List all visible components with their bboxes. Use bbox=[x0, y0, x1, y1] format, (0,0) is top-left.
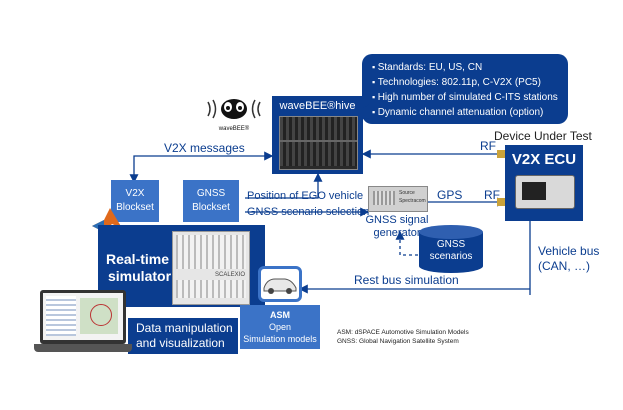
gnss-blockset-line1: GNSS bbox=[196, 188, 226, 199]
car-icon bbox=[263, 278, 297, 294]
wavebee-hive-title: waveBEE®hive bbox=[279, 100, 356, 112]
position-ego-label: Position of EGO vehicle bbox=[247, 190, 364, 202]
footnote: ASM: dSPACE Automotive Simulation Models… bbox=[337, 328, 469, 346]
gnss-scenarios-label: GNSS scenarios bbox=[418, 239, 484, 263]
gnss-scenarios-database-icon bbox=[419, 225, 483, 273]
rf-connector-top bbox=[497, 150, 506, 158]
ecu-device bbox=[515, 175, 575, 209]
callout-item: Standards: EU, US, CN bbox=[372, 60, 558, 75]
asm-line1: ASM bbox=[270, 310, 290, 320]
gnss-generator-line1: GNSS signal bbox=[365, 214, 429, 226]
asm-line2: Open bbox=[268, 322, 292, 332]
asm-box: ASM Open Simulation models bbox=[240, 305, 320, 349]
rf-mid-label: RF bbox=[484, 188, 500, 202]
realtime-simulator-line2: simulator bbox=[108, 268, 172, 284]
v2x-messages-label: V2X messages bbox=[164, 141, 245, 155]
vehicle-bus-line2: (CAN, …) bbox=[538, 259, 590, 273]
gnss-generator-line2: generator bbox=[373, 227, 421, 239]
asm-car-box bbox=[258, 266, 302, 302]
gnss-generator-device: Source Spectracom bbox=[368, 186, 428, 212]
gnss-selection-label: GNSS scenario selection bbox=[247, 206, 370, 218]
footnote-line2: GNSS: Global Navigation Satellite System bbox=[337, 338, 459, 345]
scalexio-label: SCALEXIO bbox=[214, 272, 245, 278]
footnote-line1: ASM: dSPACE Automotive Simulation Models bbox=[337, 329, 469, 336]
wavebee-hive-box: waveBEE®hive bbox=[272, 96, 363, 174]
v2x-messages-line bbox=[129, 151, 274, 184]
callout-item: High number of simulated C-ITS stations bbox=[372, 90, 558, 105]
rf-connector-mid bbox=[497, 198, 506, 206]
gnss-scenarios-line2: scenarios bbox=[429, 251, 473, 262]
callout-item: Dynamic channel attenuation (option) bbox=[372, 105, 558, 120]
data-manipulation-line2: and visualization bbox=[136, 336, 225, 350]
rf-top-label: RF bbox=[480, 139, 496, 153]
vehicle-bus-line1: Vehicle bus bbox=[538, 244, 600, 258]
callout-item: Technologies: 802.11p, C-V2X (PC5) bbox=[372, 75, 558, 90]
gnss-blockset-line2: Blockset bbox=[192, 202, 230, 213]
scalexio-rack: SCALEXIO bbox=[172, 231, 250, 305]
gnss-generator-label: GNSS signal generator bbox=[360, 214, 434, 240]
features-callout: Standards: EU, US, CN Technologies: 802.… bbox=[362, 54, 568, 124]
gnss-device-text2: Spectracom bbox=[399, 198, 426, 204]
vehicle-bus-label: Vehicle bus (CAN, …) bbox=[538, 244, 599, 274]
v2x-blockset-line1: V2X bbox=[125, 188, 145, 199]
v2x-blockset-box: V2X Blockset bbox=[111, 180, 159, 222]
gnss-blockset-box: GNSS Blockset bbox=[183, 180, 239, 222]
gnss-scenarios-line1: GNSS bbox=[436, 239, 466, 250]
rest-bus-label: Rest bus simulation bbox=[354, 273, 459, 287]
laptop-icon bbox=[34, 290, 134, 356]
wavebee-logo-text: waveBEE® bbox=[218, 126, 250, 132]
gnss-device-text1: Source bbox=[399, 190, 415, 196]
v2x-ecu-box: V2X ECU bbox=[505, 145, 583, 221]
v2x-ecu-title: V2X ECU bbox=[511, 151, 577, 168]
dut-label: Device Under Test bbox=[494, 129, 592, 143]
gps-label: GPS bbox=[437, 188, 463, 202]
realtime-simulator-line1: Real-time bbox=[106, 251, 170, 267]
v2x-blockset-line2: Blockset bbox=[116, 202, 154, 213]
scenarios-dashed-line bbox=[395, 230, 418, 256]
wavebee-hive-device bbox=[279, 116, 358, 170]
position-ego-line bbox=[245, 172, 323, 199]
data-manipulation-box: Data manipulation and visualization bbox=[128, 318, 238, 354]
asm-line3: Simulation models bbox=[243, 334, 317, 344]
data-manipulation-line1: Data manipulation bbox=[136, 321, 233, 335]
wavebee-logo: waveBEE® bbox=[204, 96, 264, 132]
